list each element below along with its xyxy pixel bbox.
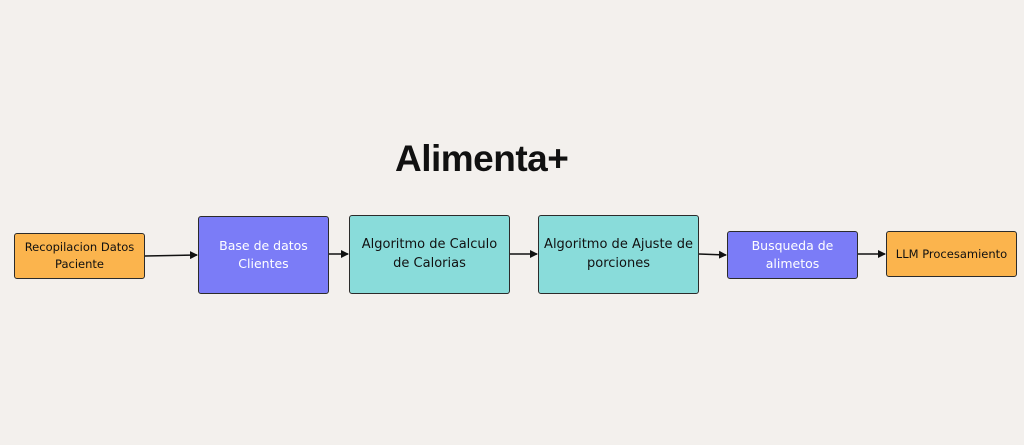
node-calculo-calorias: Algoritmo de Calculo de Calorias (349, 215, 510, 294)
node-label: LLM Procesamiento (895, 246, 1008, 261)
node-recopilacion: Recopilacion Datos Paciente (14, 233, 145, 279)
node-label: Base de datos Clientes (219, 237, 308, 271)
arrow-connector (698, 250, 727, 259)
node-busqueda-alimetos: Busqueda de alimetos (727, 231, 858, 279)
node-ajuste-porciones: Algoritmo de Ajuste de porciones (538, 215, 699, 294)
node-label: Busqueda de alimetos (751, 237, 834, 271)
node-base-datos: Base de datos Clientes (198, 216, 329, 294)
arrow-connector (144, 251, 198, 260)
diagram-title: Alimenta+ (395, 138, 569, 179)
node-label: Algoritmo de Calculo de Calorias (361, 236, 498, 271)
node-llm-procesamiento: LLM Procesamiento (886, 231, 1017, 277)
node-label: Recopilacion Datos Paciente (24, 240, 135, 271)
node-label: Algoritmo de Ajuste de porciones (544, 236, 693, 271)
